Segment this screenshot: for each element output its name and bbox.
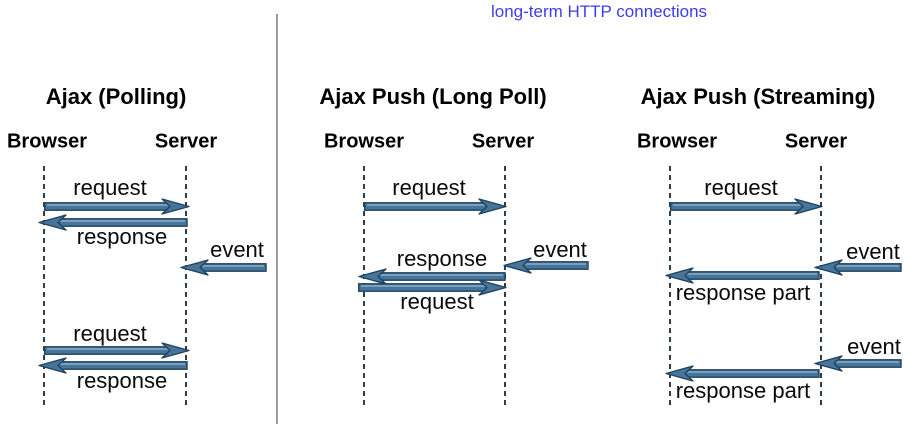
message-label-response: response (76, 368, 168, 393)
message-label-response-part: response part (675, 280, 811, 305)
event-arrow (180, 257, 267, 278)
request-arrow (44, 340, 190, 361)
actor-label-browser: Browser (323, 130, 405, 153)
actor-label-browser: Browser (636, 130, 718, 153)
diagram-caption: long-term HTTP connections (490, 2, 708, 21)
actor-label-browser: Browser (6, 130, 88, 153)
message-label-response-part: response part (675, 378, 811, 403)
message-label-request: request (704, 175, 778, 200)
message-label-request: request (73, 321, 147, 346)
message-label-response: response (396, 246, 488, 271)
response-arrow (38, 355, 188, 376)
message-label-response: response (76, 224, 168, 249)
lifeline-server (820, 166, 822, 407)
panel-title: Ajax Push (Streaming) (640, 84, 876, 109)
response-part-arrow (665, 363, 820, 384)
lifeline-server (504, 166, 506, 407)
request-arrow (358, 277, 507, 298)
event-label: event (533, 237, 587, 262)
event-arrow (814, 353, 902, 374)
event-arrow (814, 257, 902, 278)
lifeline-browser (43, 166, 45, 407)
event-label: event (210, 237, 264, 262)
panel-title: Ajax (Polling) (45, 84, 187, 109)
lifeline-browser (669, 166, 671, 407)
request-arrow (44, 196, 190, 217)
panel-divider (276, 14, 278, 424)
response-arrow (38, 212, 188, 233)
actor-label-server: Server (784, 130, 848, 153)
message-label-request: request (73, 175, 147, 200)
event-label: event (847, 334, 901, 359)
request-arrow (670, 196, 823, 217)
message-label-request: request (392, 175, 466, 200)
response-arrow (358, 266, 506, 287)
event-label: event (846, 239, 900, 264)
request-arrow (364, 196, 507, 217)
actor-label-server: Server (471, 130, 535, 153)
response-part-arrow (665, 265, 820, 286)
lifeline-server (185, 166, 187, 407)
event-arrow (503, 255, 589, 276)
panel-title: Ajax Push (Long Poll) (319, 84, 547, 109)
message-label-request: request (400, 289, 474, 314)
actor-label-server: Server (154, 130, 218, 153)
